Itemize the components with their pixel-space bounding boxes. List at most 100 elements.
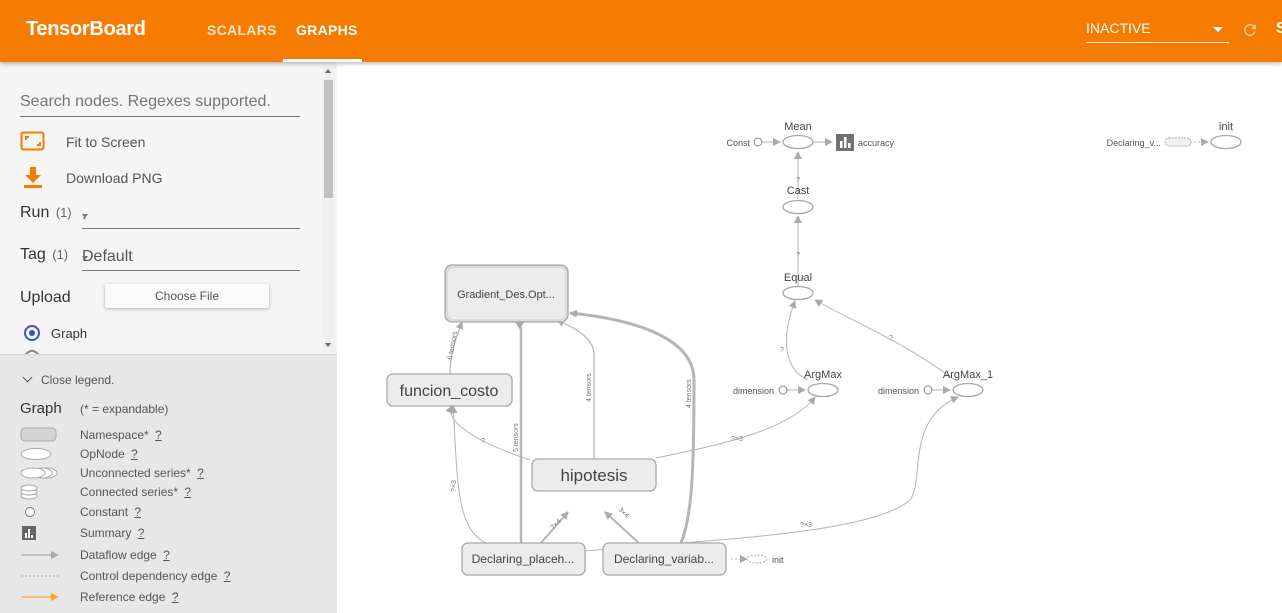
- help-link[interactable]: ?: [134, 505, 142, 519]
- node-variab-label: Declaring_variab...: [614, 552, 714, 566]
- legend-item-label: Connected series* ?: [80, 485, 191, 499]
- node-mean-label: Mean: [784, 121, 812, 133]
- graph-edges: [445, 138, 1209, 563]
- sidebar-scrollbar[interactable]: [322, 66, 335, 352]
- dataflow-edge-icon: [21, 551, 59, 559]
- node-declaring-v[interactable]: Declaring_v...: [1107, 137, 1192, 148]
- download-png-button[interactable]: Download PNG: [20, 166, 300, 190]
- node-declaring-v-label: Declaring_v...: [1107, 138, 1161, 148]
- node-declaring-variables[interactable]: Declaring_variab...: [602, 542, 727, 576]
- node-dimension-1[interactable]: dimension: [733, 385, 788, 396]
- edge-hipotesis-gradient: [556, 319, 595, 459]
- run-select[interactable]: .: [82, 200, 300, 229]
- help-link[interactable]: ?: [171, 590, 179, 604]
- settings-button[interactable]: S: [1276, 20, 1282, 37]
- edge-label-dims-3: ?×3: [800, 522, 812, 529]
- node-dimension2-label: dimension: [878, 386, 919, 396]
- legend-item-label: Constant ?: [80, 505, 141, 519]
- legend-title: Graph: [20, 400, 62, 417]
- choose-file-button[interactable]: Choose File: [105, 284, 269, 308]
- edge-label-6tensors: 6 tensors: [447, 330, 459, 360]
- node-init-small-label: init: [772, 555, 784, 565]
- legend-item-connected-series: Connected series* ?: [20, 483, 320, 501]
- chevron-down-icon: [82, 214, 88, 218]
- node-equal[interactable]: Equal: [782, 272, 814, 301]
- graph-radio[interactable]: [24, 325, 40, 341]
- edge-argmax-equal: [785, 300, 809, 381]
- node-equal-label: Equal: [784, 272, 812, 284]
- edge-label-4tensors-a: 4 tensors: [586, 373, 593, 402]
- legend-label-opnode: OpNode: [80, 447, 125, 461]
- node-dimension-2[interactable]: dimension: [878, 385, 933, 396]
- graph-canvas[interactable]: 6 tensors 5 tensors 4 tensors 4 tensors …: [337, 62, 1282, 612]
- legend-item-label: OpNode ?: [80, 447, 138, 461]
- node-init-small[interactable]: init: [746, 554, 784, 565]
- edge-funcion-gradient: [449, 321, 464, 376]
- namespace-icon: [20, 427, 57, 442]
- node-dimension1-label: dimension: [733, 386, 774, 396]
- active-tab-indicator: [283, 59, 362, 62]
- fit-to-screen-icon: [20, 131, 45, 151]
- run-count: (1): [55, 205, 72, 220]
- upload-label: Upload: [20, 289, 71, 306]
- legend-item-control-edge: Control dependency edge ?: [20, 567, 320, 585]
- constant-icon: [25, 507, 35, 517]
- node-accuracy-summary[interactable]: accuracy: [836, 134, 895, 151]
- download-icon: [24, 167, 42, 188]
- legend-item-label: Unconnected series* ?: [80, 466, 204, 480]
- legend-item-unconnected-series: Unconnected series* ?: [20, 464, 320, 482]
- help-link[interactable]: ?: [184, 485, 192, 499]
- search-input[interactable]: Search nodes. Regexes supported.: [20, 90, 300, 117]
- scroll-up-icon[interactable]: [325, 69, 331, 73]
- legend-item-namespace: Namespace* ?: [20, 426, 320, 444]
- node-init-top[interactable]: init: [1210, 121, 1242, 150]
- legend-label-namespace: Namespace*: [80, 428, 149, 442]
- node-argmax1-label: ArgMax_1: [943, 369, 993, 381]
- node-const[interactable]: Const: [726, 137, 763, 148]
- edge-label-5tensors: 5 tensors: [513, 423, 520, 452]
- node-hipotesis[interactable]: hipotesis: [531, 458, 657, 492]
- help-link[interactable]: ?: [197, 466, 204, 480]
- edge-label-rank-4: ?: [889, 335, 893, 342]
- node-argmax[interactable]: ArgMax: [804, 369, 842, 398]
- chevron-down-icon: [82, 256, 88, 260]
- node-declaring-placeholders[interactable]: Declaring_placeh...: [461, 542, 586, 576]
- scrollbar-thumb[interactable]: [324, 80, 333, 198]
- help-link[interactable]: ?: [223, 569, 231, 583]
- scroll-down-icon[interactable]: [325, 343, 331, 347]
- node-gradient-label: Gradient_Des.Opt...: [457, 289, 555, 301]
- legend-item-opnode: OpNode ?: [20, 445, 320, 463]
- reload-icon[interactable]: [1241, 21, 1259, 39]
- edge-placeh-funcion: [449, 405, 489, 545]
- connected-series-icon: [20, 484, 38, 500]
- help-link[interactable]: ?: [155, 428, 162, 442]
- edge-placeh-hipotesis: [539, 511, 569, 545]
- node-funcion-costo[interactable]: funcion_costo: [386, 373, 513, 407]
- node-argmax-1[interactable]: ArgMax_1: [943, 369, 993, 398]
- node-hipotesis-label: hipotesis: [560, 466, 627, 485]
- help-link[interactable]: ?: [163, 548, 170, 562]
- status-dropdown[interactable]: INACTIVE: [1086, 20, 1229, 43]
- edge-hipotesis-argmax: [655, 396, 816, 459]
- legend-panel: Close legend. Graph (* = expandable) Nam…: [0, 354, 337, 613]
- help-link[interactable]: ?: [137, 526, 145, 540]
- tag-select[interactable]: Default: [82, 242, 300, 271]
- tab-graphs[interactable]: GRAPHS: [296, 22, 358, 38]
- node-init-label: init: [1219, 121, 1233, 133]
- node-cast-label: Cast: [787, 185, 810, 197]
- node-cast[interactable]: Cast: [782, 185, 814, 215]
- unconnected-series-icon: [20, 467, 58, 479]
- fit-to-screen-button[interactable]: Fit to Screen: [20, 130, 300, 154]
- legend-item-label: Reference edge ?: [80, 590, 178, 604]
- tab-scalars[interactable]: SCALARS: [207, 22, 277, 38]
- opnode-icon: [20, 448, 52, 460]
- close-legend-button[interactable]: Close legend.: [22, 372, 114, 387]
- edge-label-rank-1: ?: [796, 177, 800, 184]
- fit-to-screen-label: Fit to Screen: [66, 134, 146, 150]
- reference-edge-icon: [21, 593, 59, 601]
- help-link[interactable]: ?: [131, 447, 138, 461]
- node-mean[interactable]: Mean: [782, 121, 814, 150]
- download-png-label: Download PNG: [66, 170, 163, 186]
- node-gradient-descent[interactable]: Gradient_Des.Opt...: [444, 264, 569, 323]
- legend-item-summary: Summary ?: [20, 524, 320, 542]
